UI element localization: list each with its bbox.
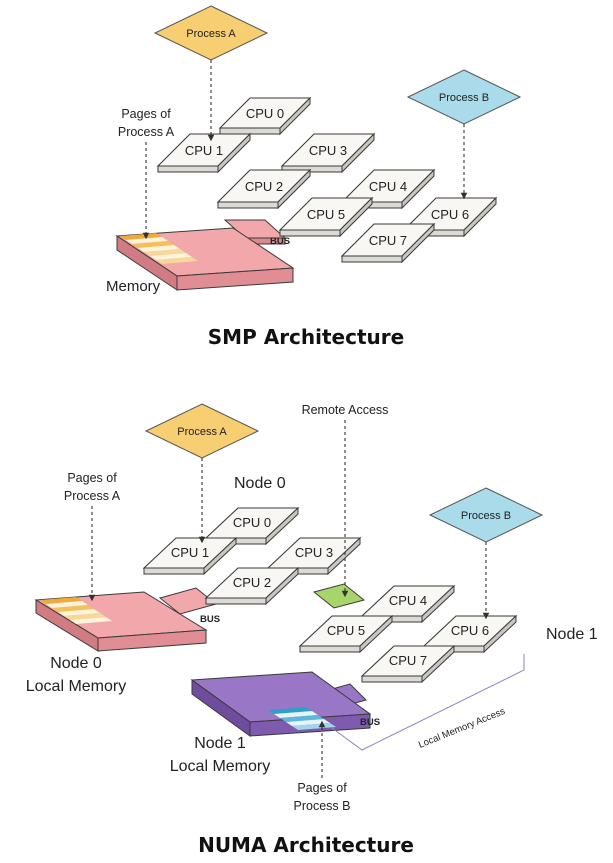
numa-process-b-label: Process B — [461, 510, 511, 522]
smp-cpu-3-label: CPU 3 — [309, 143, 347, 158]
numa-process-a-label: Process A — [177, 426, 227, 438]
smp-cpu-6-label: CPU 6 — [431, 207, 469, 222]
smp-process-a-label: Process A — [186, 28, 236, 40]
numa-cpu-7: CPU 7 — [360, 644, 456, 684]
smp-memory-pages — [120, 233, 198, 264]
smp-cpu-2-label: CPU 2 — [245, 179, 283, 194]
numa-process-a: Process A — [144, 403, 260, 459]
numa-cpu-1: CPU 1 — [142, 536, 238, 576]
numa-node0-label: Node 0 — [234, 475, 286, 492]
numa-node0-memory — [34, 591, 208, 652]
numa-cpu-2-label: CPU 2 — [233, 575, 271, 590]
numa-remote-link — [312, 583, 366, 609]
numa-node1-mem-label-1: Node 1 — [194, 735, 246, 752]
numa-node1-memory — [190, 671, 372, 737]
numa-title: NUMA Architecture — [198, 833, 414, 857]
numa-node1-cpus: CPU 4 CPU 5 CPU 6 CPU 7 — [298, 584, 518, 684]
smp-process-a: Process A — [153, 5, 269, 61]
numa-cpu-0: CPU 0 — [204, 506, 300, 546]
numa-cpu-2: CPU 2 — [204, 566, 300, 606]
smp-cpu-0: CPU 0 — [218, 96, 312, 136]
numa-node0-mem-label-2: Local Memory — [26, 678, 126, 695]
numa-cpu-6: CPU 6 — [422, 614, 518, 654]
numa-remote-access-label: Remote Access — [302, 403, 389, 417]
smp-pages-label-2: Process A — [118, 125, 175, 139]
smp-cpu-5: CPU 5 — [278, 196, 374, 238]
smp-process-b-label: Process B — [439, 92, 489, 104]
smp-bus-label: BUS — [270, 236, 290, 247]
numa-cpu-7-label: CPU 7 — [389, 653, 427, 668]
numa-bus0-label: BUS — [200, 614, 220, 625]
smp-pages-label-1: Pages of — [121, 107, 171, 121]
smp-memory-block — [115, 227, 295, 291]
smp-cpu-1-label: CPU 1 — [185, 143, 223, 158]
smp-cpu-4-label: CPU 4 — [369, 179, 407, 194]
smp-cpu-0-label: CPU 0 — [246, 106, 284, 121]
numa-cpu-1-label: CPU 1 — [171, 545, 209, 560]
numa-local-access-path — [331, 654, 525, 751]
numa-node0-mem-label-1: Node 0 — [50, 655, 102, 672]
numa-cpu-5: CPU 5 — [298, 614, 394, 654]
numa-node1-mem-label-2: Local Memory — [170, 758, 270, 775]
numa-cpu-0-label: CPU 0 — [233, 515, 271, 530]
numa-cpu-4-label: CPU 4 — [389, 593, 427, 608]
numa-cpu-5-label: CPU 5 — [327, 623, 365, 638]
numa-bus1-label: BUS — [360, 717, 380, 728]
numa-node0-cpus: CPU 0 CPU 1 CPU 3 CPU 2 — [142, 506, 362, 606]
numa-process-b: Process B — [428, 487, 544, 543]
numa-local-access-label: Local Memory Access — [417, 706, 507, 751]
smp-process-b: Process B — [406, 69, 522, 125]
smp-title: SMP Architecture — [208, 325, 404, 349]
numa-diagram: CPU 0 CPU 1 CPU 3 CPU 2 — [26, 403, 598, 857]
numa-pages-a-label-1: Pages of — [67, 471, 117, 485]
numa-node1-label: Node 1 — [546, 626, 598, 643]
smp-cpu-5-label: CPU 5 — [307, 207, 345, 222]
smp-diagram: CPU 0 CPU 1 CPU 3 CPU 2 — [106, 5, 522, 349]
smp-cpu-2: CPU 2 — [216, 168, 312, 210]
numa-pages-a-label-2: Process A — [64, 489, 121, 503]
smp-cpu-1: CPU 1 — [156, 132, 252, 174]
smp-memory-label: Memory — [106, 278, 161, 295]
numa-pages-b-label-1: Pages of — [297, 781, 347, 795]
numa-cpu-3-label: CPU 3 — [295, 545, 333, 560]
numa-pages-b-label-2: Process B — [294, 799, 351, 813]
numa-node0-pages — [40, 597, 112, 624]
smp-cpu-grid: CPU 0 CPU 1 CPU 3 CPU 2 — [156, 96, 498, 264]
smp-cpu-7-label: CPU 7 — [369, 233, 407, 248]
smp-cpu-7: CPU 7 — [340, 222, 436, 264]
smp-cpu-3: CPU 3 — [280, 132, 376, 174]
numa-cpu-6-label: CPU 6 — [451, 623, 489, 638]
